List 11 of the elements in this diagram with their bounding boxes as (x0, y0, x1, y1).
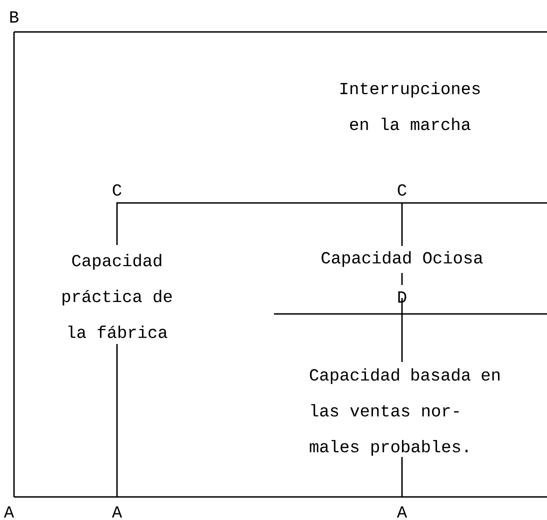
point-letter: D (398, 291, 406, 303)
point-letter: A (112, 506, 122, 518)
region-label: Capacidad Ociosa (322, 251, 483, 267)
point-letter: C (398, 184, 406, 196)
region-label: Capacidad práctica de la fábrica (62, 254, 172, 338)
region-label: Capacidad basada en las ventas nor- males probables. (310, 368, 500, 456)
point-letter: A (396, 506, 408, 518)
point-letter: A (4, 506, 14, 518)
point-letter: C (112, 184, 122, 196)
region-label: Interrupciones en la marcha (340, 82, 480, 130)
point-letter: B (10, 11, 18, 23)
